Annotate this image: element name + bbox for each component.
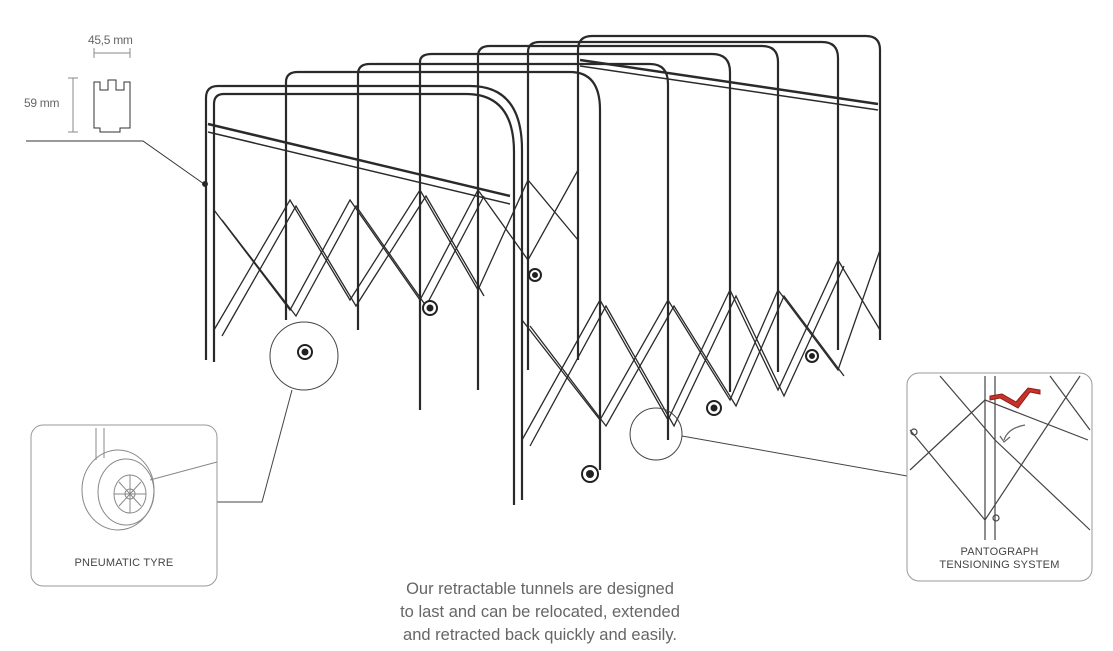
arch-frames (204, 34, 882, 505)
caption: Our retractable tunnels are designed to … (340, 578, 740, 647)
callout-lines (217, 321, 908, 503)
caption-line2: to last and can be relocated, extended (400, 603, 680, 621)
pantograph-right (521, 249, 881, 447)
caption-line1: Our retractable tunnels are designed (406, 580, 674, 598)
tension-handle-icon (989, 387, 1041, 409)
profile-width-label: 45,5 mm (88, 33, 133, 47)
profile-height-label: 59 mm (24, 96, 60, 110)
roof-rails (207, 58, 879, 205)
pantograph-label-line2: TENSIONING SYSTEM (939, 559, 1060, 571)
tyre-label: PNEUMATIC TYRE (74, 557, 174, 569)
pantograph-label-line1: PANTOGRAPH (960, 546, 1039, 558)
wheels (297, 268, 819, 483)
tyre-callout-box (30, 424, 218, 587)
profile-section (26, 48, 208, 187)
pantograph-label: PANTOGRAPH TENSIONING SYSTEM (907, 546, 1092, 572)
pantograph-callout-box (906, 372, 1093, 582)
caption-line3: and retracted back quickly and easily. (403, 626, 677, 644)
pantograph-left (213, 169, 579, 337)
